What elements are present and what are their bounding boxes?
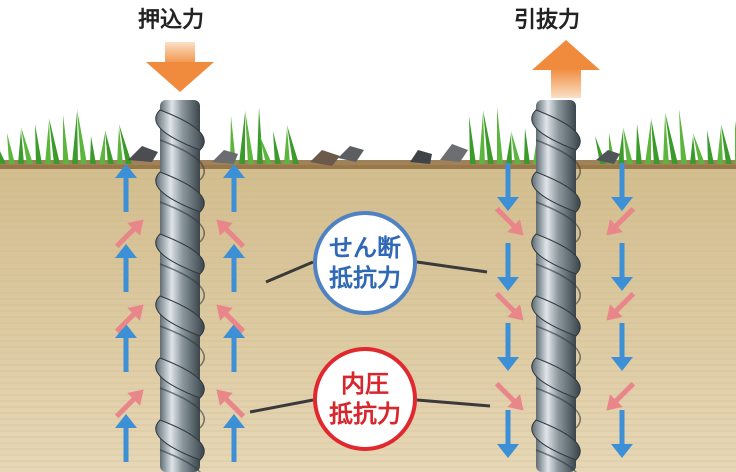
shear-resistance-line2: 抵抗力 (329, 264, 401, 292)
soil-force-arrows (114, 163, 636, 462)
up-arrow-icon (532, 40, 600, 98)
pull-force-label: 引抜力 (514, 8, 581, 33)
right-pile (531, 100, 581, 472)
shear-resistance-line1: せん断 (329, 234, 401, 262)
grass (0, 107, 736, 164)
inner-pressure-resistance-line2: 抵抗力 (329, 400, 401, 428)
down-arrow-icon (146, 42, 214, 92)
shear-resistance-circle: せん断 抵抗力 (313, 211, 417, 315)
press-force-label: 押込力 (138, 8, 205, 33)
leader-lines (249, 260, 491, 414)
left-pile (155, 100, 205, 472)
stones (128, 144, 620, 166)
inner-pressure-resistance-circle: 内圧 抵抗力 (313, 347, 417, 451)
inner-pressure-resistance-line1: 内圧 (341, 370, 389, 398)
